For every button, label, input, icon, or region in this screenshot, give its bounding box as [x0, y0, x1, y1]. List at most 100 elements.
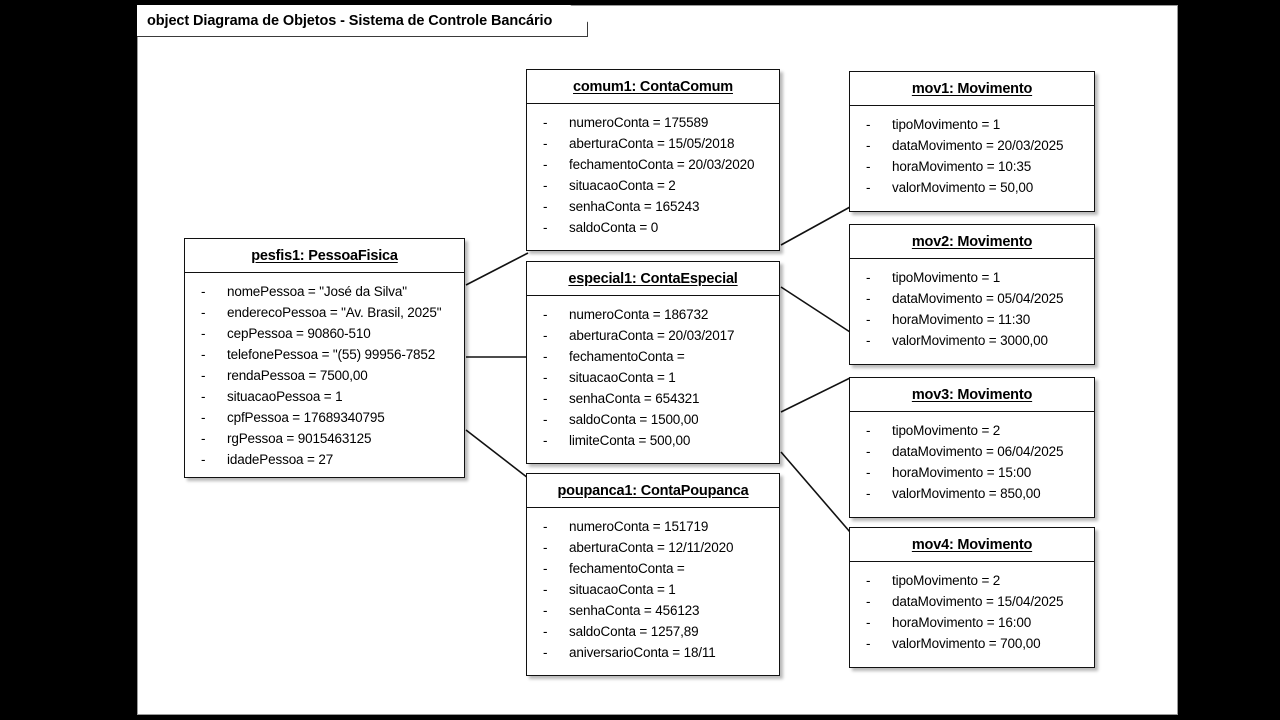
bullet: - — [866, 159, 871, 174]
attr-row: -nomePessoa = "José da Silva" — [189, 281, 460, 302]
attr-row: -valorMovimento = 3000,00 — [854, 330, 1090, 351]
object-box-poupanca1[interactable]: poupanca1: ContaPoupanca -numeroConta = … — [526, 473, 780, 676]
attr-row: -rgPessoa = 9015463125 — [189, 428, 460, 449]
bullet: - — [543, 603, 548, 618]
attr-row: -situacaoConta = 1 — [531, 579, 775, 600]
attr-row: -aberturaConta = 15/05/2018 — [531, 133, 775, 154]
attr-row: -fechamentoConta = — [531, 558, 775, 579]
object-title-poupanca1: poupanca1: ContaPoupanca — [527, 474, 779, 508]
attr-row: -cpfPessoa = 17689340795 — [189, 407, 460, 428]
attr-row: -senhaConta = 654321 — [531, 388, 775, 409]
object-box-mov2[interactable]: mov2: Movimento -tipoMovimento = 1 -data… — [849, 224, 1095, 365]
attr-row: -telefonePessoa = "(55) 99956-7852 — [189, 344, 460, 365]
bullet: - — [543, 519, 548, 534]
attr-row: -valorMovimento = 50,00 — [854, 177, 1090, 198]
attr-row: -situacaoConta = 2 — [531, 175, 775, 196]
object-box-mov1[interactable]: mov1: Movimento -tipoMovimento = 1 -data… — [849, 71, 1095, 212]
bullet: - — [866, 423, 871, 438]
attr-row: -saldoConta = 1257,89 — [531, 621, 775, 642]
bullet: - — [866, 594, 871, 609]
bullet: - — [543, 349, 548, 364]
bullet: - — [543, 115, 548, 130]
bullet: - — [866, 636, 871, 651]
bullet: - — [201, 284, 206, 299]
bullet: - — [201, 410, 206, 425]
attr-row: -dataMovimento = 15/04/2025 — [854, 591, 1090, 612]
bullet: - — [543, 561, 548, 576]
bullet: - — [543, 370, 548, 385]
object-title-pesfis1: pesfis1: PessoaFisica — [185, 239, 464, 273]
attr-row: -idadePessoa = 27 — [189, 449, 460, 470]
attr-row: -fechamentoConta = 20/03/2020 — [531, 154, 775, 175]
attr-row: -numeroConta = 175589 — [531, 112, 775, 133]
attr-row: -situacaoConta = 1 — [531, 367, 775, 388]
bullet: - — [866, 180, 871, 195]
bullet: - — [866, 573, 871, 588]
link-comum1-mov1 — [780, 206, 851, 246]
attr-row: -dataMovimento = 20/03/2025 — [854, 135, 1090, 156]
bullet: - — [201, 368, 206, 383]
object-title-comum1: comum1: ContaComum — [527, 70, 779, 104]
attr-row: -horaMovimento = 10:35 — [854, 156, 1090, 177]
bullet: - — [543, 391, 548, 406]
object-attrs-comum1: -numeroConta = 175589 -aberturaConta = 1… — [527, 104, 779, 247]
bullet: - — [866, 486, 871, 501]
object-box-mov4[interactable]: mov4: Movimento -tipoMovimento = 2 -data… — [849, 527, 1095, 668]
object-attrs-mov4: -tipoMovimento = 2 -dataMovimento = 15/0… — [850, 562, 1094, 663]
attr-row: -tipoMovimento = 2 — [854, 420, 1090, 441]
attr-row: -horaMovimento = 16:00 — [854, 612, 1090, 633]
object-box-comum1[interactable]: comum1: ContaComum -numeroConta = 175589… — [526, 69, 780, 251]
attr-row: -numeroConta = 151719 — [531, 516, 775, 537]
object-attrs-especial1: -numeroConta = 186732 -aberturaConta = 2… — [527, 296, 779, 460]
link-poupanca1-mov4 — [780, 451, 851, 533]
object-box-especial1[interactable]: especial1: ContaEspecial -numeroConta = … — [526, 261, 780, 464]
object-attrs-mov2: -tipoMovimento = 1 -dataMovimento = 05/0… — [850, 259, 1094, 360]
attr-row: -dataMovimento = 06/04/2025 — [854, 441, 1090, 462]
bullet: - — [543, 624, 548, 639]
attr-row: -valorMovimento = 850,00 — [854, 483, 1090, 504]
attr-row: -horaMovimento = 15:00 — [854, 462, 1090, 483]
object-attrs-poupanca1: -numeroConta = 151719 -aberturaConta = 1… — [527, 508, 779, 672]
attr-row: -cepPessoa = 90860-510 — [189, 323, 460, 344]
attr-row: -tipoMovimento = 1 — [854, 267, 1090, 288]
bullet: - — [543, 199, 548, 214]
bullet: - — [201, 452, 206, 467]
uml-frame-tab: object Diagrama de Objetos - Sistema de … — [137, 5, 588, 37]
bullet: - — [201, 326, 206, 341]
attr-row: -fechamentoConta = — [531, 346, 775, 367]
bullet: - — [543, 433, 548, 448]
bullet: - — [866, 270, 871, 285]
object-box-pesfis1[interactable]: pesfis1: PessoaFisica -nomePessoa = "Jos… — [184, 238, 465, 478]
attr-row: -aniversarioConta = 18/11 — [531, 642, 775, 663]
object-box-mov3[interactable]: mov3: Movimento -tipoMovimento = 2 -data… — [849, 377, 1095, 518]
object-title-mov2: mov2: Movimento — [850, 225, 1094, 259]
bullet: - — [543, 328, 548, 343]
bullet: - — [543, 645, 548, 660]
attr-row: -numeroConta = 186732 — [531, 304, 775, 325]
attr-row: -aberturaConta = 12/11/2020 — [531, 537, 775, 558]
object-attrs-mov3: -tipoMovimento = 2 -dataMovimento = 06/0… — [850, 412, 1094, 513]
bullet: - — [543, 307, 548, 322]
bullet: - — [201, 431, 206, 446]
bullet: - — [543, 412, 548, 427]
bullet: - — [866, 291, 871, 306]
object-attrs-pesfis1: -nomePessoa = "José da Silva" -enderecoP… — [185, 273, 464, 479]
attr-row: -valorMovimento = 700,00 — [854, 633, 1090, 654]
attr-row: -tipoMovimento = 1 — [854, 114, 1090, 135]
bullet: - — [543, 582, 548, 597]
bullet: - — [543, 136, 548, 151]
bullet: - — [866, 312, 871, 327]
bullet: - — [866, 615, 871, 630]
bullet: - — [866, 465, 871, 480]
attr-row: -limiteConta = 500,00 — [531, 430, 775, 451]
attr-row: -aberturaConta = 20/03/2017 — [531, 325, 775, 346]
object-attrs-mov1: -tipoMovimento = 1 -dataMovimento = 20/0… — [850, 106, 1094, 207]
bullet: - — [201, 305, 206, 320]
bullet: - — [866, 444, 871, 459]
attr-row: -tipoMovimento = 2 — [854, 570, 1090, 591]
bullet: - — [543, 157, 548, 172]
attr-row: -saldoConta = 1500,00 — [531, 409, 775, 430]
attr-row: -senhaConta = 165243 — [531, 196, 775, 217]
